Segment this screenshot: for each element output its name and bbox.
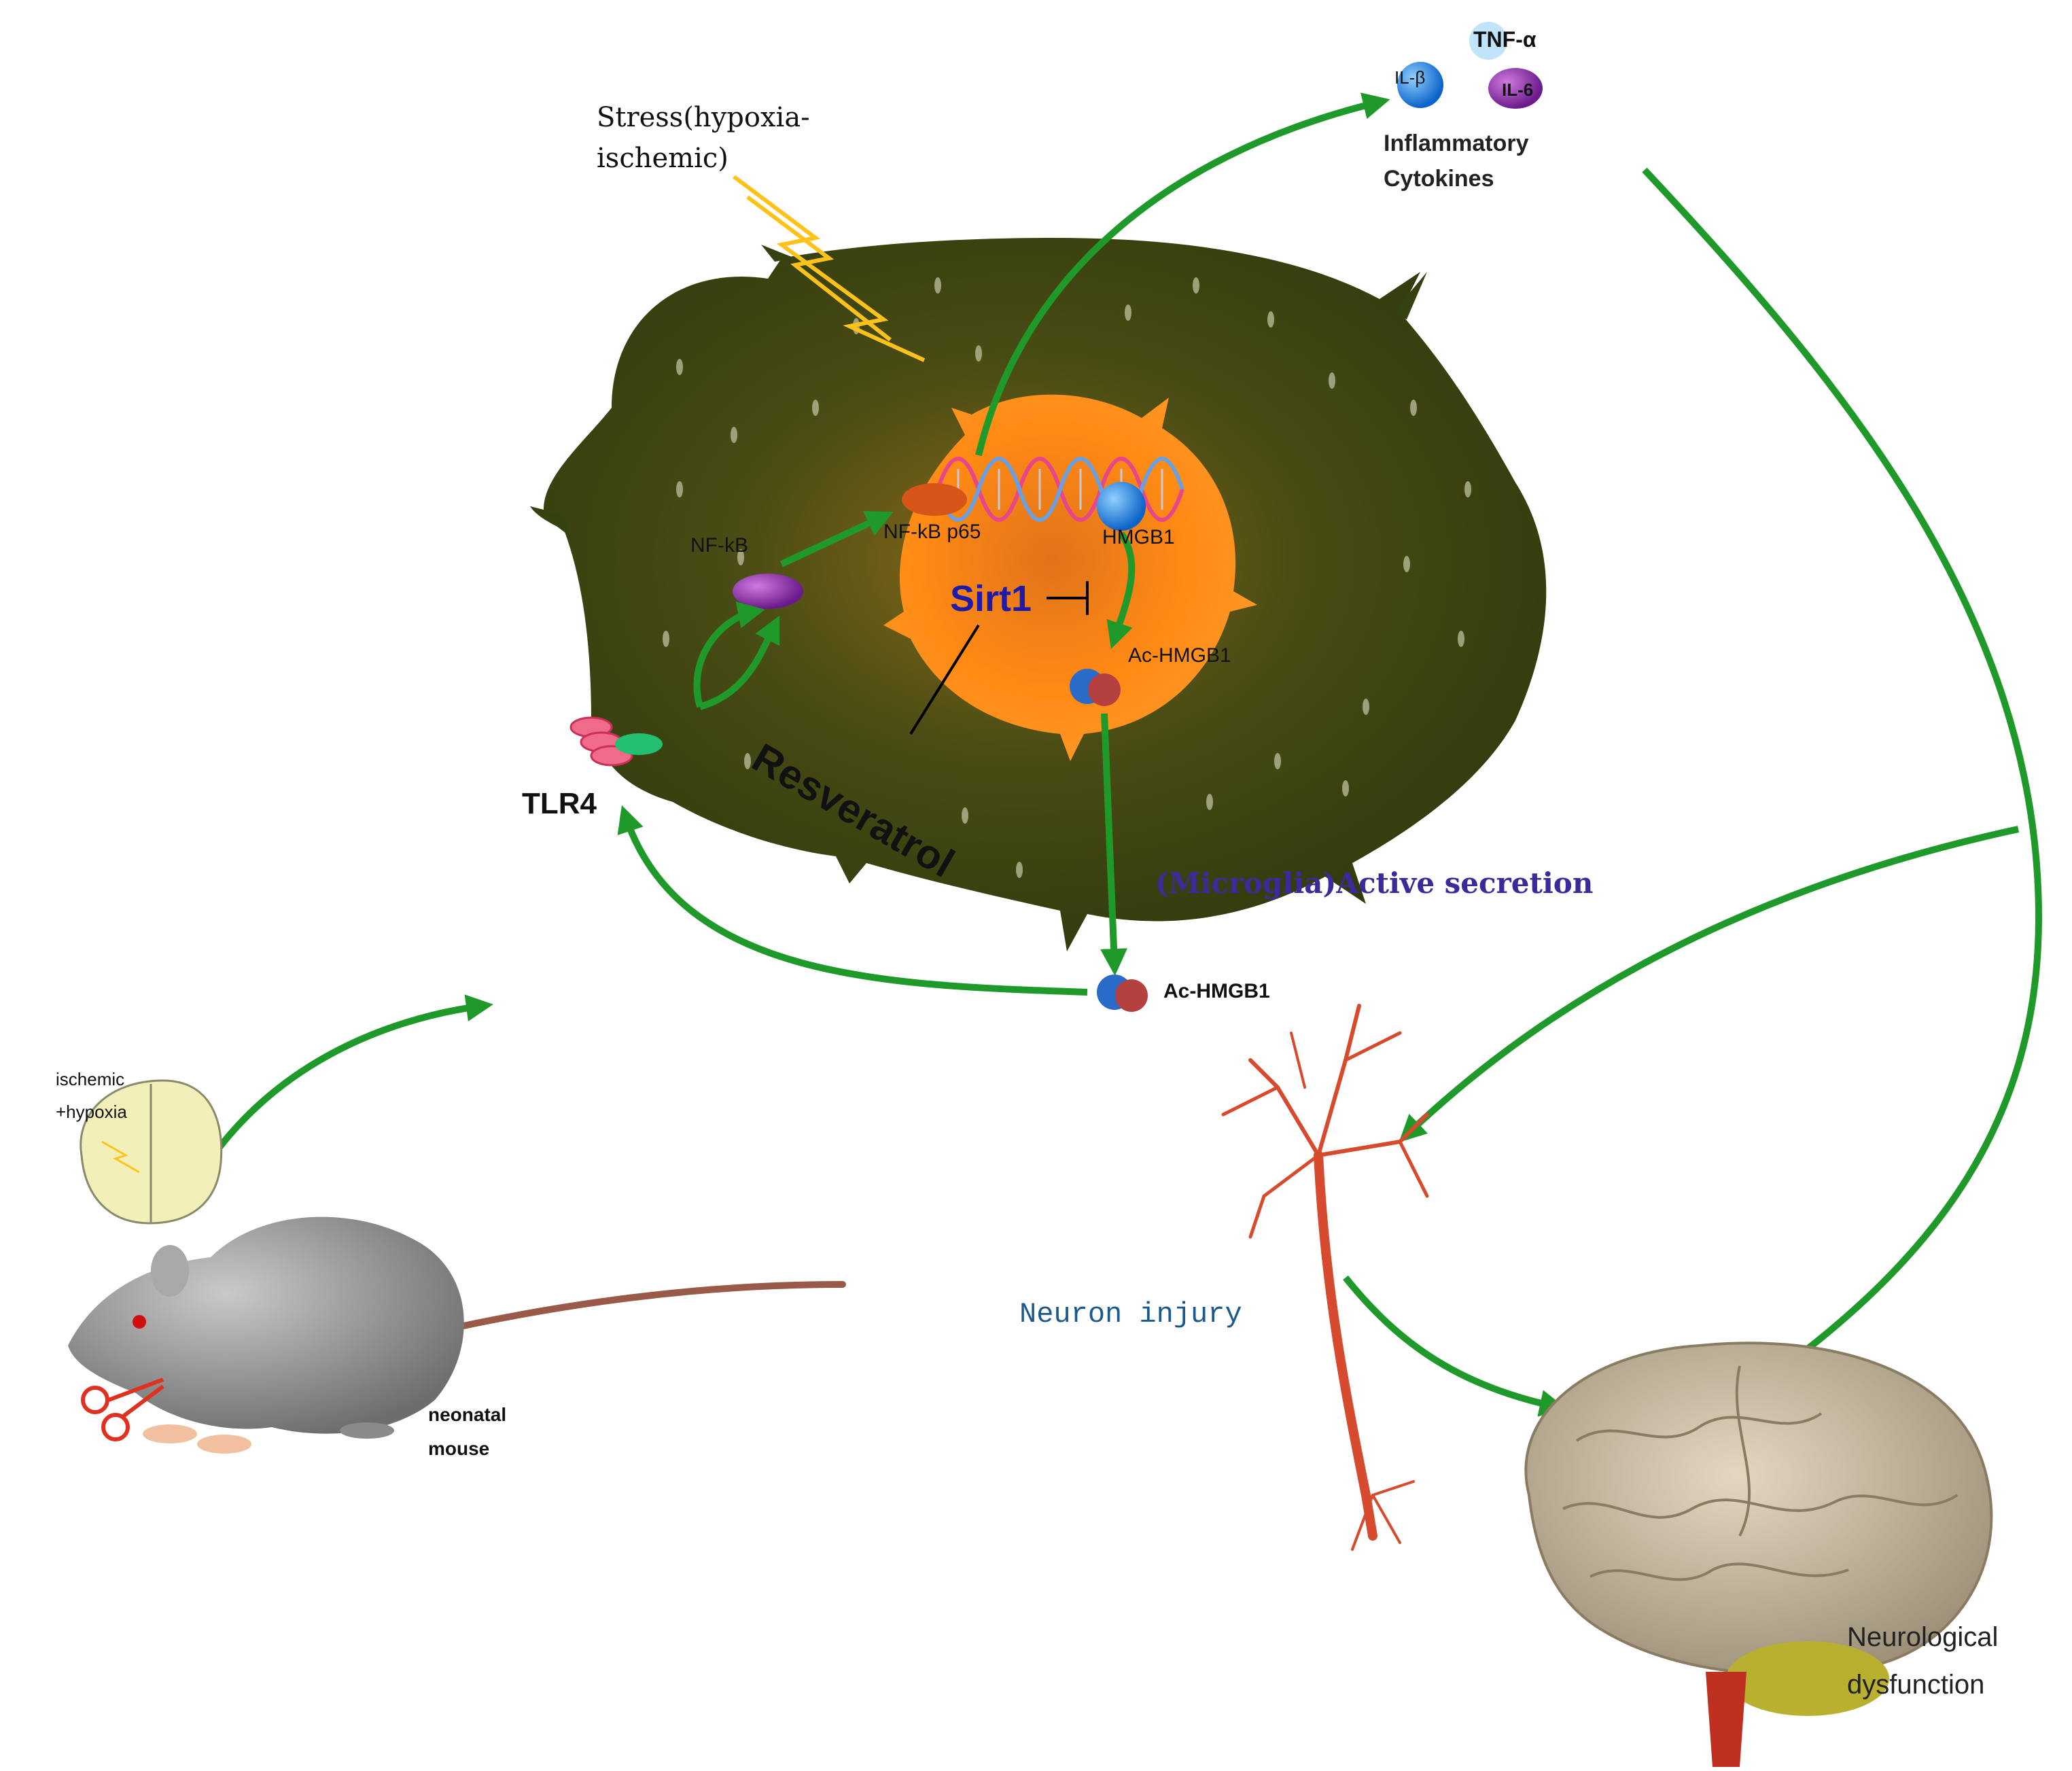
il-beta-label: IL-β [1394,67,1426,88]
ischemic-label-line2: +hypoxia [56,1102,127,1122]
neonatal-mouse-label-line1: neonatal [428,1404,507,1425]
tlr4-receptor [569,716,663,767]
resveratrol-link [909,624,980,735]
nf-kb-p65-protein [902,483,967,516]
ischemic-label-line1: ischemic [56,1069,125,1089]
cytokines-group [1397,22,1543,109]
ac-hmgb1-outside-label: Ac-HMGB1 [1163,980,1270,1002]
ac-hmgb1-inside-protein [1070,669,1121,706]
tnf-label: TNF-α [1473,27,1537,52]
scissors-icon [81,1378,164,1441]
inflammatory-label-line1: Inflammatory [1384,130,1529,156]
neurological-label-line2: dysfunction [1847,1670,1985,1700]
neurological-label-line1: Neurological [1847,1622,1999,1652]
neuron-icon [1221,1004,1429,1551]
microglia-label: (Microglia)Active secretion [1155,866,1594,900]
il-6-label: IL-6 [1502,80,1534,100]
nf-kb-p65-label: NF-kB p65 [883,521,981,543]
rat-icon [68,1216,846,1454]
neuron-injury-label: Neuron injury [1019,1298,1242,1331]
pathway-arrows [200,92,2043,1417]
tlr4-label: TLR4 [522,787,597,820]
inflammatory-label-line2: Cytokines [1384,166,1494,192]
ac-hmgb1-outside-protein [1097,975,1148,1012]
nf-kb-label: NF-kB [690,534,748,557]
ac-hmgb1-inside-label: Ac-HMGB1 [1128,644,1231,667]
stress-label-line2: ischemic) [597,143,728,174]
hmgb1-protein [1097,482,1146,531]
sirt1-inhibition [1047,581,1089,615]
small-brain-icon [80,1079,223,1225]
stress-label-line1: Stress(hypoxia- [597,102,810,133]
hmgb1-label: HMGB1 [1102,526,1175,548]
nf-kb-protein [733,574,803,609]
brain-icon [1524,1342,1993,1767]
dna-helix-icon [936,457,1184,522]
neonatal-mouse-label-line2: mouse [428,1438,490,1459]
lightning-icon [733,175,926,362]
sirt1-label: Sirt1 [950,578,1032,619]
